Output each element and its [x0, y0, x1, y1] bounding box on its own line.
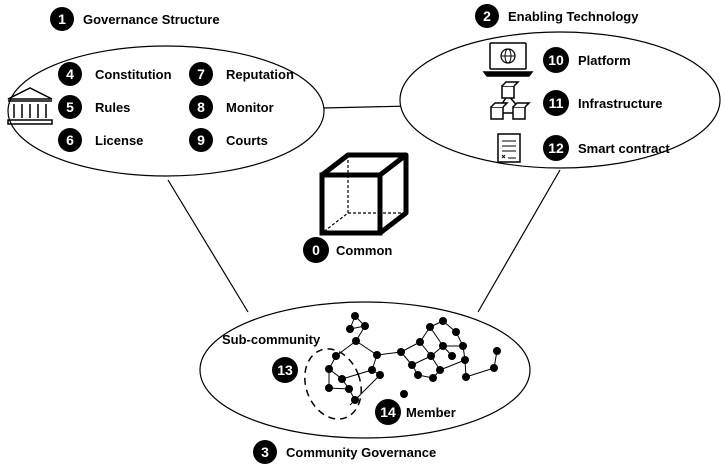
governance-item: 7 Reputation [189, 62, 294, 86]
subcommunity-marker: 13 [272, 357, 298, 383]
member-label: Member [406, 405, 456, 420]
governance-item: 8 Monitor [189, 95, 274, 119]
section-badge [253, 440, 277, 464]
center-badge [303, 237, 329, 263]
item-badge [543, 135, 569, 161]
item-label: Platform [578, 53, 631, 68]
item-label: Constitution [95, 67, 172, 82]
item-badge [543, 90, 569, 116]
section-number: 2 [483, 8, 491, 24]
item-label: Smart contract [578, 141, 670, 156]
item-label: Reputation [226, 67, 294, 82]
subcommunity-label: Sub-community [222, 332, 321, 347]
connector-technology-community [477, 169, 561, 313]
item-label: Infrastructure [578, 96, 663, 111]
item-badge [189, 95, 213, 119]
section-governance-header: 1 Governance Structure [50, 7, 220, 31]
item-badge [543, 47, 569, 73]
member-marker: 14 Member [375, 399, 456, 425]
center-number: 0 [312, 242, 320, 258]
section-number: 1 [58, 11, 66, 27]
section-title: Community Governance [286, 445, 436, 460]
item-number: 5 [66, 99, 74, 115]
governance-item: 9 Courts [189, 128, 268, 152]
subcommunity-number: 13 [277, 362, 293, 378]
blocks-network-icon [490, 81, 531, 120]
subcommunity-badge [272, 357, 298, 383]
item-number: 8 [197, 99, 205, 115]
section-number: 3 [261, 444, 269, 460]
item-badge [58, 95, 82, 119]
item-label: Monitor [226, 100, 274, 115]
subcommunity-dashed-boundary [304, 348, 362, 420]
section-title: Enabling Technology [508, 9, 639, 24]
item-badge [58, 128, 82, 152]
section-badge [50, 7, 74, 31]
item-number: 6 [66, 132, 74, 148]
technology-item: 11 Infrastructure [543, 90, 663, 116]
item-badge [58, 62, 82, 86]
connector-governance-community [167, 179, 249, 313]
member-node [400, 390, 408, 398]
institution-building-icon [7, 87, 53, 125]
item-label: Courts [226, 133, 268, 148]
contract-document-icon [497, 133, 521, 163]
governance-item: 5 Rules [58, 95, 130, 119]
item-badge [189, 128, 213, 152]
connector-governance-technology [322, 105, 411, 109]
item-number: 12 [548, 140, 564, 156]
section-title: Governance Structure [83, 12, 220, 27]
community-ellipse [199, 301, 531, 439]
laptop-globe-icon [482, 42, 534, 77]
section-community-header: 3 Community Governance [253, 440, 436, 464]
item-number: 4 [66, 66, 74, 82]
item-number: 7 [197, 66, 205, 82]
member-badge [375, 399, 401, 425]
item-number: 10 [548, 52, 564, 68]
technology-item: 12 Smart contract [543, 135, 670, 161]
governance-item: 4 Constitution [58, 62, 172, 86]
item-label: License [95, 133, 143, 148]
member-number: 14 [380, 404, 396, 420]
center-label: Common [336, 243, 392, 258]
technology-item: 10 Platform [543, 47, 631, 73]
section-badge [475, 4, 499, 28]
community-network [304, 312, 501, 420]
connector-lines [167, 105, 561, 313]
cube-icon [319, 152, 409, 236]
governance-ellipse [7, 45, 325, 177]
item-label: Rules [95, 100, 130, 115]
item-number: 11 [549, 95, 564, 111]
governance-item: 6 License [58, 128, 143, 152]
center-common: 0 Common [303, 237, 392, 263]
item-number: 9 [197, 132, 205, 148]
item-badge [189, 62, 213, 86]
section-technology-header: 2 Enabling Technology [475, 4, 639, 28]
